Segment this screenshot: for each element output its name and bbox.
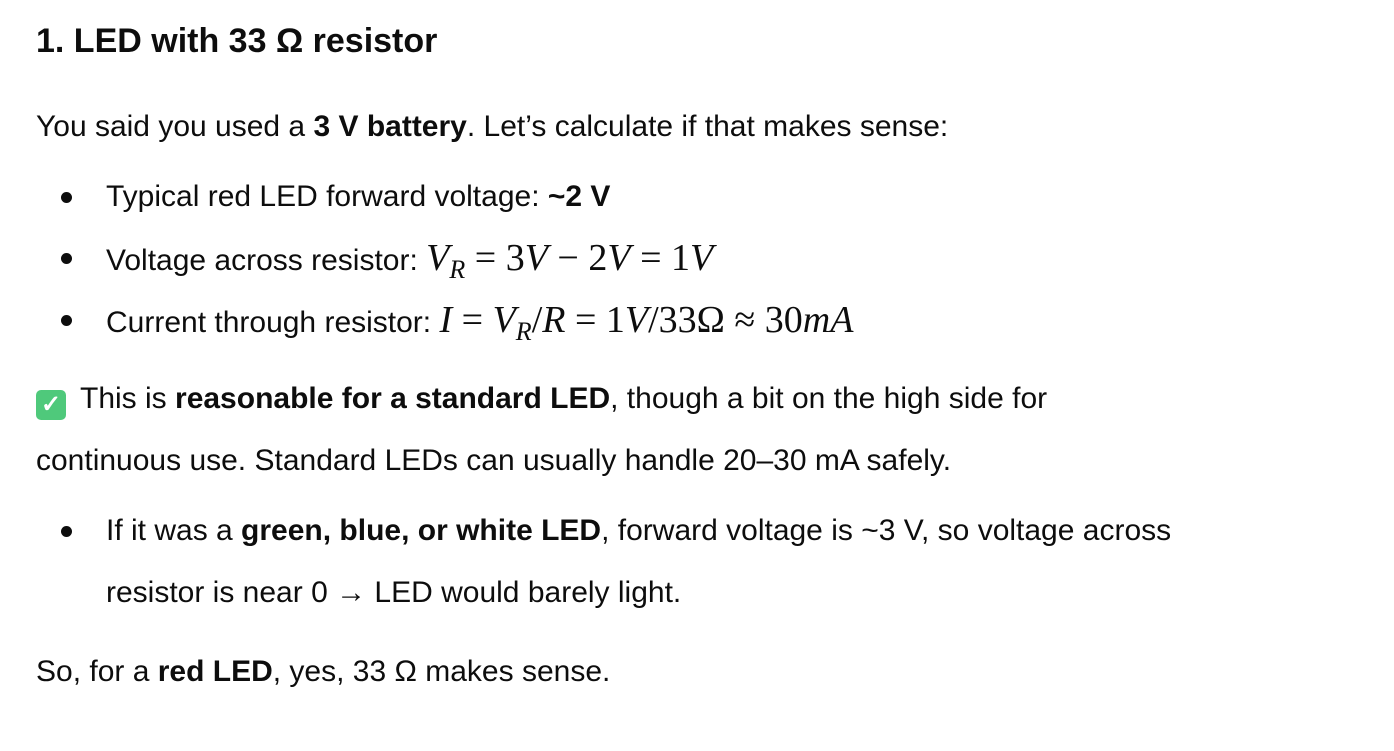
list-item: Typical red LED forward voltage: ~2 V bbox=[106, 177, 610, 217]
text: , yes, 33 Ω makes sense. bbox=[272, 655, 611, 688]
conclusion-paragraph: So, for a red LED, yes, 33 Ω makes sense… bbox=[36, 652, 610, 692]
bullet-icon bbox=[61, 253, 72, 264]
text: Current through resistor: bbox=[106, 306, 440, 339]
math-formula: I = VR/R = 1V/33Ω ≈ 30mA bbox=[439, 299, 854, 346]
list-item: Voltage across resistor: VR = 3V − 2V = … bbox=[106, 238, 713, 290]
bold-text: ~2 V bbox=[547, 180, 611, 213]
bullet-icon bbox=[61, 192, 72, 203]
bold-text: red LED bbox=[157, 655, 273, 688]
bold-text: reasonable for a standard LED bbox=[175, 382, 611, 415]
assessment-paragraph: ✓ This is reasonable for a standard LED, … bbox=[36, 379, 1047, 420]
list-item: Current through resistor: I = VR/R = 1V/… bbox=[106, 300, 853, 352]
text: If it was a bbox=[106, 514, 242, 547]
text: You said you used a bbox=[36, 110, 314, 143]
bullet-icon bbox=[61, 526, 72, 537]
text: This is bbox=[80, 382, 176, 415]
section-heading: 1. LED with 33 Ω resistor bbox=[36, 22, 438, 60]
list-item-continued: resistor is near 0 → LED would barely li… bbox=[106, 573, 681, 613]
text: So, for a bbox=[36, 655, 158, 688]
text: continuous use. Standard LEDs can usuall… bbox=[36, 444, 952, 477]
bold-text: 3 V battery bbox=[313, 110, 467, 143]
text: Typical red LED forward voltage: bbox=[106, 180, 548, 213]
text: , though a bit on the high side for bbox=[610, 382, 1048, 415]
text: resistor is near 0 → LED would barely li… bbox=[106, 576, 682, 609]
bullet-icon bbox=[61, 315, 72, 326]
list-item: If it was a green, blue, or white LED, f… bbox=[106, 511, 1171, 551]
bold-text: green, blue, or white LED bbox=[241, 514, 602, 547]
text: Voltage across resistor: bbox=[106, 244, 427, 277]
assessment-paragraph-continued: continuous use. Standard LEDs can usuall… bbox=[36, 441, 951, 481]
text: . Let’s calculate if that makes sense: bbox=[466, 110, 949, 143]
intro-paragraph: You said you used a 3 V battery. Let’s c… bbox=[36, 107, 948, 147]
math-formula: VR = 3V − 2V = 1V bbox=[426, 237, 714, 284]
check-mark-icon: ✓ bbox=[36, 390, 66, 420]
text: , forward voltage is ~3 V, so voltage ac… bbox=[601, 514, 1172, 547]
